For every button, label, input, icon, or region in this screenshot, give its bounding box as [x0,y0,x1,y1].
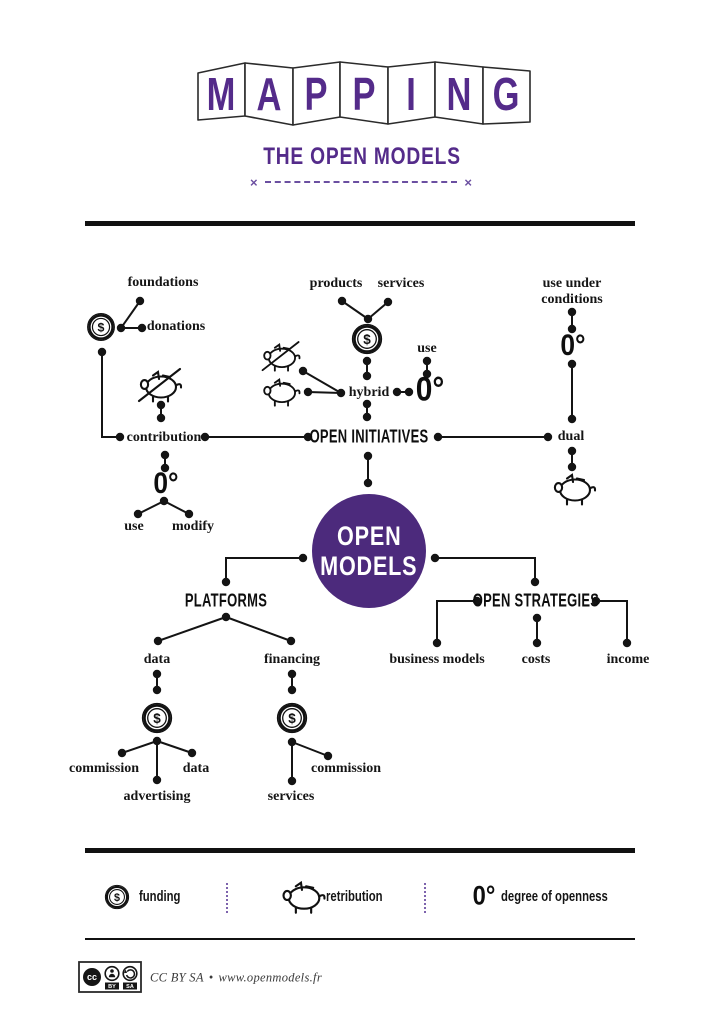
separator-dot: • [208,970,214,985]
node-contribution: contribution [126,430,202,445]
node-services: services [377,276,425,291]
retribution-icon [553,473,597,506]
degree-symbol: 0° [415,370,445,409]
top-divider-bar [85,221,635,226]
node-costs: costs [521,652,551,667]
node-services: services [267,789,315,804]
banner-letter: P [304,68,328,120]
legend-divider [226,883,228,913]
legend-funding-icon [104,884,130,910]
by-icon: BY [104,965,120,990]
banner-letter: A [256,68,282,120]
node-foundations: foundations [127,275,199,290]
node-commission: commission [69,761,139,776]
x-mark: × [250,174,258,190]
funding-icon [351,323,383,355]
node-donations: donations [146,319,206,334]
node-use: use [124,519,144,534]
banner-letter: P [352,68,376,120]
open-models-line1: OPEN [336,520,402,551]
legend-degree-icon: 0° [472,880,496,911]
node-commission: commission [311,761,381,776]
banner-letter: I [406,68,416,120]
bottom-divider-bar [85,848,635,853]
node-financing: financing [263,652,321,667]
no-retribution-icon [139,369,181,402]
funding-icon [141,702,173,734]
no-retribution-icon [263,342,300,371]
x-mark: × [464,174,472,190]
svg-text:BY: BY [108,984,116,990]
node-advertising: advertising [123,789,191,804]
legend-retribution-icon [282,881,326,914]
node-open-initiatives: OPEN INITIATIVES [309,426,429,447]
footer-rule [85,938,635,940]
node-dual: dual [557,429,585,444]
node-products: products [309,276,363,291]
cc-icon [83,968,101,986]
degree-symbol: 0° [153,467,179,500]
banner-letter: G [492,68,520,120]
node-platforms: PLATFORMS [184,590,268,611]
legend-divider [424,883,426,913]
open-models-line2: MODELS [320,551,418,581]
node-use: use [417,341,437,356]
legend-retribution-label: retribution [326,889,383,905]
node-business-models: business models [389,652,485,667]
page-subtitle: THE OPEN MODELS [263,143,461,170]
svg-text:SA: SA [126,984,134,990]
banner-letter: N [446,68,472,120]
degree-symbol: 0° [560,329,586,362]
node-use-under-conditions: use under conditions [541,275,603,307]
license-text: CC BY SA [150,970,204,985]
decorative-dashed-rule: × × [250,175,472,189]
node-data: data [182,761,210,776]
node-income: income [606,652,650,667]
website-url: www.openmodels.fr [218,970,322,985]
cc-icon-text: cc [87,972,97,982]
funding-icon [86,312,116,342]
legend-funding-label: funding [139,889,181,905]
cc-license-badge: cc BY SA [78,961,142,993]
dash-line [264,181,458,183]
banner-letter: M [206,68,236,120]
node-modify: modify [172,519,214,534]
legend-degree-label: degree of openness [501,889,608,905]
node-open-strategies: OPEN STRATEGIES [472,590,600,611]
sa-icon: SA [122,965,138,990]
banner-ribbon [197,61,531,126]
open-models-node: OPEN MODELS [312,494,426,608]
node-hybrid: hybrid [348,385,390,400]
connector-lines [97,296,632,786]
footer-credit: CC BY SA • www.openmodels.fr [150,971,322,986]
node-data: data [143,652,171,667]
funding-icon [276,702,308,734]
retribution-icon [263,378,301,407]
